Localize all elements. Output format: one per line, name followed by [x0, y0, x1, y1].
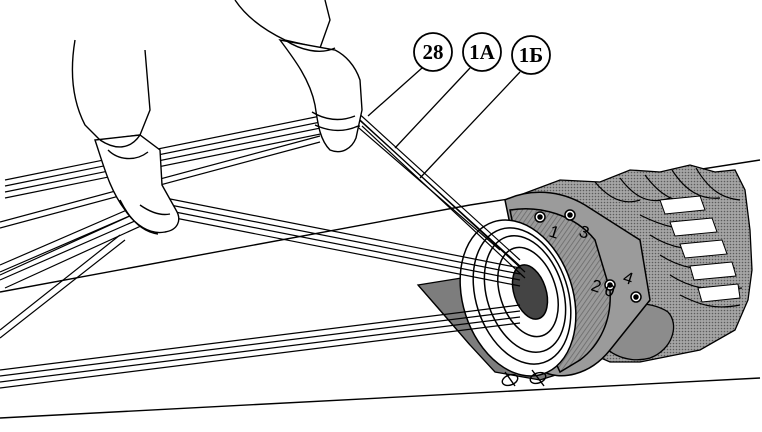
left-hand — [71, 39, 180, 235]
callout-1b-label: 1Б — [519, 43, 543, 67]
right-hand — [234, 0, 363, 153]
callout-1b: 1Б — [511, 35, 551, 75]
loop-ties — [501, 369, 547, 387]
callout-1a: 1А — [462, 32, 502, 72]
callout-28-circle — [413, 32, 453, 72]
suspension-lines — [0, 107, 526, 389]
callout-1a-circle — [462, 32, 502, 72]
callout-1b-circle — [511, 35, 551, 75]
callout-1a-label: 1А — [469, 40, 496, 64]
line-drum — [459, 191, 651, 377]
callout-28-label: 28 — [423, 40, 444, 64]
callout-leaders — [367, 67, 521, 179]
callout-28: 28 — [413, 32, 453, 72]
